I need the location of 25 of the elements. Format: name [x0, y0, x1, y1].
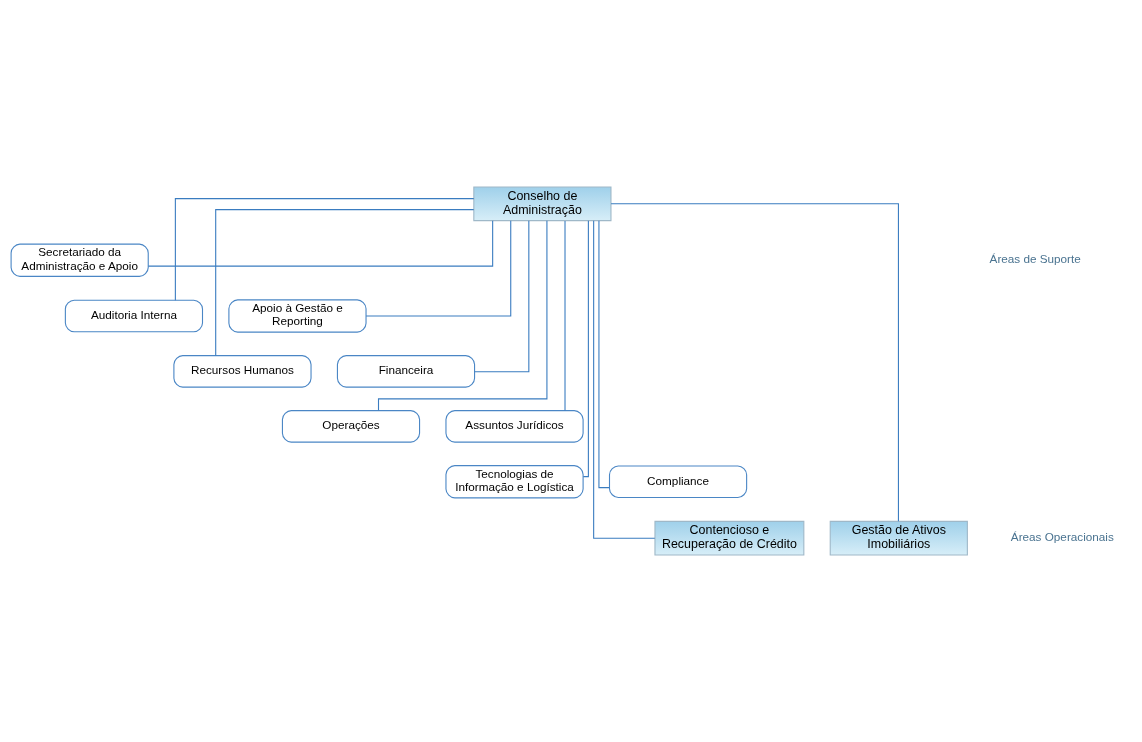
connector: [564, 220, 566, 411]
node-box: Conselho de Administração: [473, 186, 612, 222]
node-box: Recursos Humanos: [173, 355, 312, 388]
node-box: Apoio à Gestão e Reporting: [228, 299, 367, 333]
connector: [365, 220, 512, 317]
connector: [147, 220, 494, 267]
connector: [377, 220, 548, 411]
connector: [593, 220, 656, 539]
node-box: Contencioso e Recuperação de Crédito: [654, 520, 805, 556]
label: Áreas Operacionais: [1010, 529, 1114, 543]
node-box: Compliance: [608, 465, 748, 499]
node-box: Secretariado da Administração e Apoio: [10, 243, 149, 277]
connector: [610, 203, 899, 522]
connector: [598, 220, 610, 489]
connector: [582, 220, 589, 478]
node-box: Assuntos Jurídicos: [445, 410, 584, 443]
node-box: Tecnologias de Informação e Logística: [445, 465, 584, 499]
connector: [474, 220, 530, 373]
node-box: Gestão de Ativos Imobiliários: [829, 520, 968, 556]
node-box: Financeira: [336, 355, 476, 388]
connector: [215, 209, 475, 357]
node-box: Operações: [281, 410, 421, 443]
label: Áreas de Suporte: [989, 252, 1081, 266]
connector: [174, 198, 475, 301]
node-box: Auditoria Interna: [64, 299, 204, 333]
